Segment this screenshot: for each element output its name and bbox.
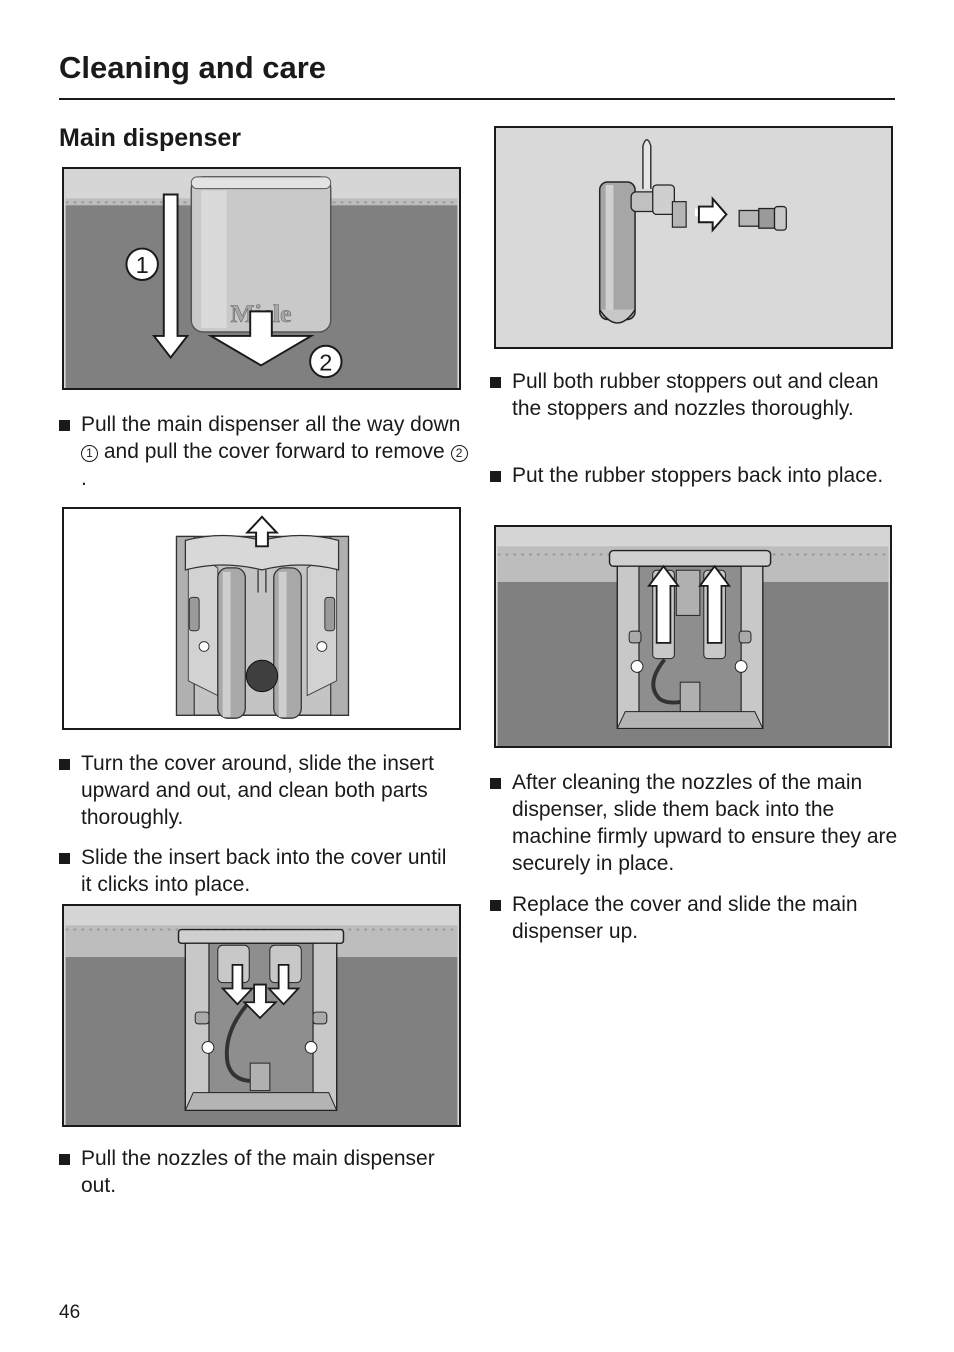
step-turn-cover: Turn the cover around, slide the insert …: [59, 750, 459, 831]
step-slide-insert-back: Slide the insert back into the cover unt…: [59, 844, 459, 898]
circled-number-2: 2: [450, 445, 468, 462]
figure-rubber-stopper: [494, 126, 893, 349]
section-title: Main dispenser: [59, 124, 241, 152]
figure-insert-nozzles: [494, 525, 892, 748]
step-pull-nozzles-out: Pull the nozzles of the main dispenser o…: [59, 1145, 459, 1199]
figure-pull-dispenser-down: Miele 1 2: [62, 167, 461, 390]
step-pull-dispenser: Pull the main dispenser all the way down…: [59, 411, 469, 492]
step-replace-stoppers: Put the rubber stoppers back into place.: [490, 462, 890, 489]
page-number: 46: [59, 1302, 81, 1323]
circled-number-1: 1: [81, 445, 98, 462]
step-text: .: [81, 467, 87, 490]
figure-pull-nozzles: [62, 904, 461, 1127]
step-label-1: 1: [136, 252, 149, 278]
step-replace-cover: Replace the cover and slide the main dis…: [490, 891, 900, 945]
step-clean-stoppers: Pull both rubber stoppers out and clean …: [490, 368, 890, 422]
step-label-2: 2: [319, 349, 332, 375]
page-title: Cleaning and care: [59, 50, 327, 85]
step-text: and pull the cover forward to remove: [103, 440, 445, 463]
step-text: Pull the main dispenser all the way down: [81, 413, 461, 436]
header-divider: [59, 98, 895, 100]
step-slide-nozzles-back: After cleaning the nozzles of the main d…: [490, 769, 900, 877]
figure-remove-insert: [62, 507, 461, 730]
